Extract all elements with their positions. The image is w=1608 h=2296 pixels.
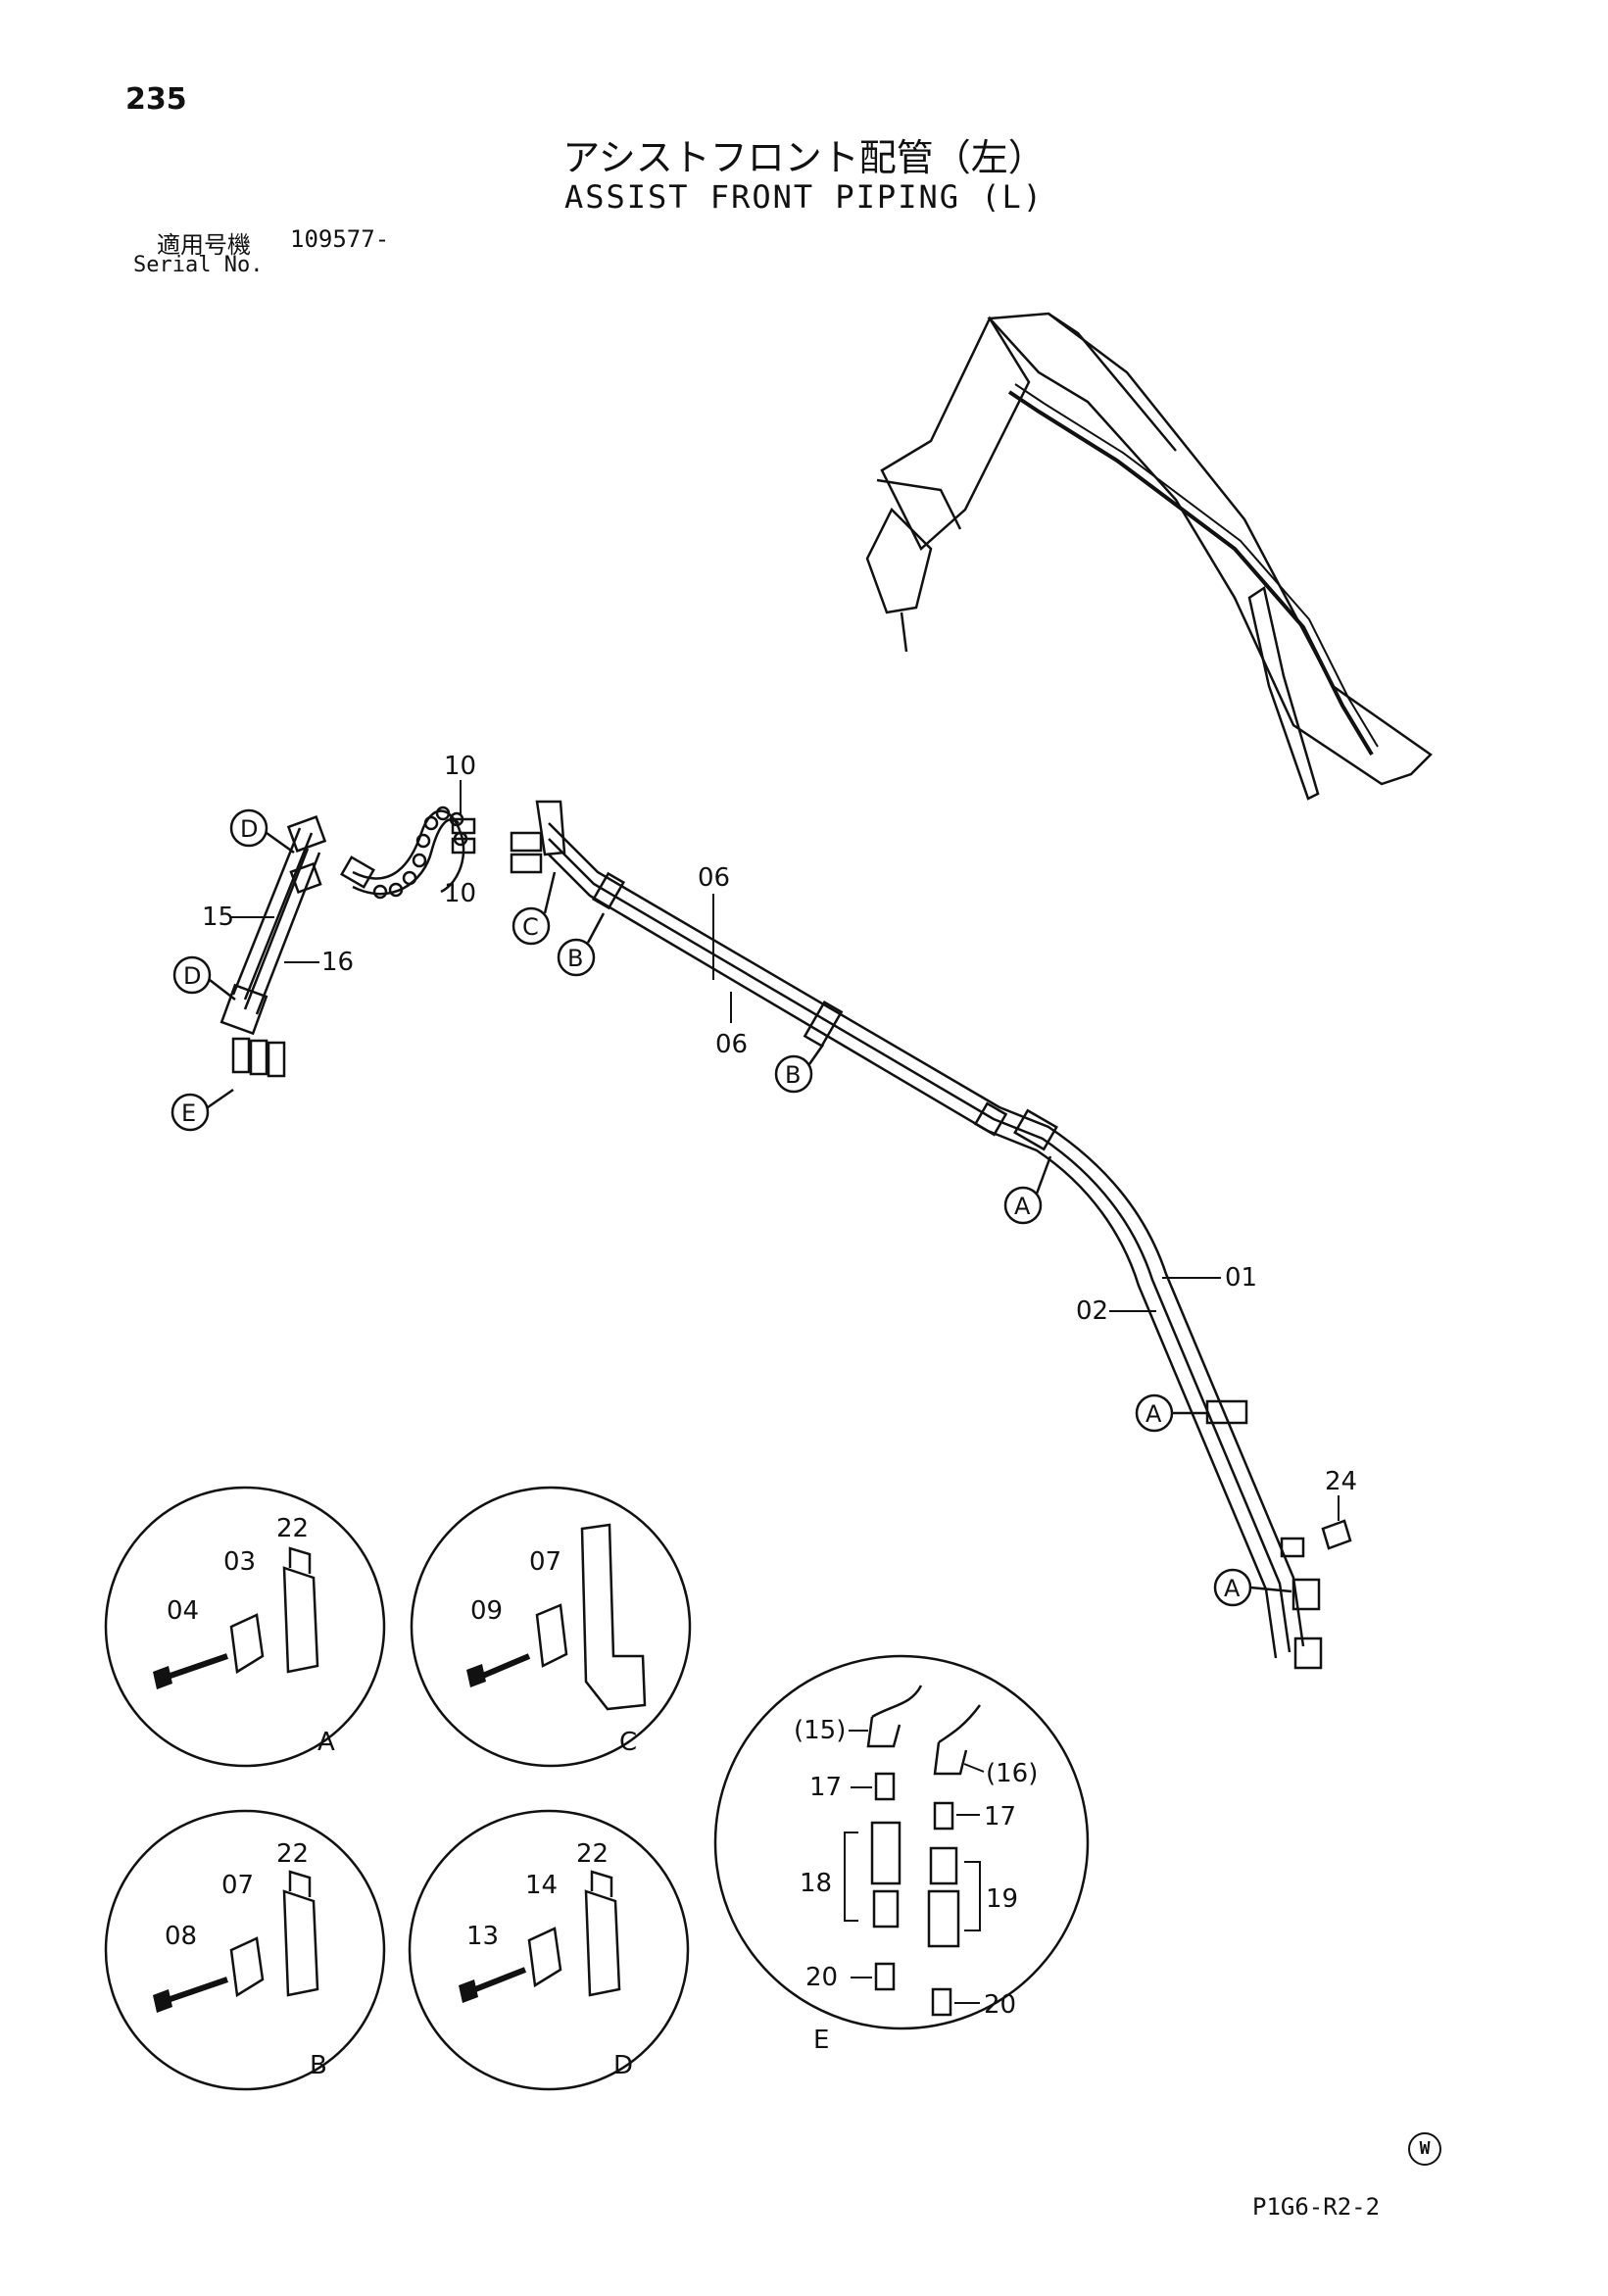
- detail-e-label-18: 18: [800, 1869, 832, 1898]
- detail-e-name: E: [813, 2026, 829, 2055]
- callout-a-1-letter: A: [1014, 1193, 1031, 1220]
- callout-d-bottom: D: [172, 955, 236, 1001]
- serial-label-japanese: 適用号機: [157, 231, 251, 259]
- detail-d-name: D: [613, 2051, 633, 2080]
- drawing-code: P1G6-R2-2: [1252, 2193, 1381, 2221]
- callout-b-1: B: [557, 912, 606, 977]
- detail-e-label-17a: 17: [809, 1773, 842, 1802]
- detail-a: 22 03 04 A: [104, 1486, 386, 1768]
- detail-c: 07 09 C: [410, 1486, 692, 1768]
- serial-label-english: Serial No.: [133, 253, 264, 277]
- detail-d: 22 14 13 D: [408, 1809, 690, 2091]
- detail-a-label-22: 22: [276, 1514, 309, 1543]
- label-06-bottom: 06: [715, 1030, 748, 1059]
- part-labels: 10 10 15 16 06 06 01 02 24: [202, 752, 1357, 1521]
- detail-b-label-22: 22: [276, 1839, 309, 1869]
- w-mark-symbol: W: [1408, 2132, 1441, 2166]
- detail-e-label-19: 19: [986, 1884, 1018, 1914]
- callout-b-2: B: [774, 1044, 825, 1094]
- detail-b-name: B: [310, 2051, 327, 2080]
- page-number: 235: [125, 82, 187, 117]
- callout-a-3-letter: A: [1224, 1575, 1241, 1602]
- detail-c-label-07: 07: [529, 1547, 561, 1577]
- label-06-top: 06: [698, 863, 730, 893]
- detail-e: (15) (16) 17 17 18 19 20 20 E: [713, 1654, 1090, 2055]
- detail-e-label-20a: 20: [805, 1963, 838, 1992]
- page-title-english: ASSIST FRONT PIPING (L): [563, 178, 1045, 216]
- label-10-bottom: 10: [444, 879, 476, 908]
- label-02: 02: [1076, 1296, 1108, 1326]
- callout-a-1: A: [1003, 1155, 1052, 1225]
- callout-b-2-letter: B: [785, 1061, 801, 1089]
- callout-a-2: A: [1135, 1393, 1207, 1433]
- callout-e-letter: E: [181, 1099, 196, 1127]
- detail-a-label-03: 03: [223, 1547, 256, 1577]
- callout-a-2-letter: A: [1145, 1400, 1162, 1428]
- label-15: 15: [202, 903, 234, 932]
- detail-c-label-09: 09: [470, 1596, 503, 1626]
- detail-e-label-17b: 17: [984, 1802, 1016, 1832]
- detail-d-label-14: 14: [525, 1871, 558, 1900]
- callout-d-bottom-letter: D: [183, 962, 201, 990]
- detail-b-label-07: 07: [221, 1871, 254, 1900]
- detail-e-label-16: (16): [986, 1759, 1038, 1788]
- label-10-top: 10: [444, 752, 476, 781]
- detail-a-name: A: [317, 1728, 335, 1757]
- serial-number-value: 109577-: [290, 225, 390, 253]
- detail-c-name: C: [619, 1728, 637, 1757]
- callout-d-top-letter: D: [240, 815, 258, 843]
- callout-d-top: D: [229, 808, 295, 855]
- detail-d-label-22: 22: [576, 1839, 609, 1869]
- detail-d-label-13: 13: [466, 1922, 499, 1951]
- callout-a-3: A: [1213, 1568, 1292, 1607]
- detail-b-label-08: 08: [165, 1922, 197, 1951]
- page-title-japanese: アシストフロント配管（左）: [562, 136, 1046, 179]
- detail-a-label-04: 04: [167, 1596, 199, 1626]
- callout-c-letter: C: [522, 913, 539, 941]
- callouts: D D E C B B A A A: [171, 808, 1292, 1607]
- detail-e-label-20b: 20: [984, 1990, 1016, 2020]
- detail-e-label-15: (15): [794, 1716, 846, 1745]
- callout-b-1-letter: B: [567, 945, 583, 972]
- label-16: 16: [321, 948, 354, 977]
- excavator-front-overview: [865, 312, 1433, 801]
- callout-e: E: [171, 1088, 234, 1132]
- detail-b: 22 07 08 B: [104, 1809, 386, 2091]
- callout-c: C: [512, 871, 557, 946]
- hose-assembly-left: [219, 815, 327, 1078]
- main-pipe: [510, 800, 1352, 1670]
- hose-10: [340, 806, 476, 900]
- label-01: 01: [1225, 1263, 1257, 1293]
- label-24: 24: [1325, 1467, 1357, 1496]
